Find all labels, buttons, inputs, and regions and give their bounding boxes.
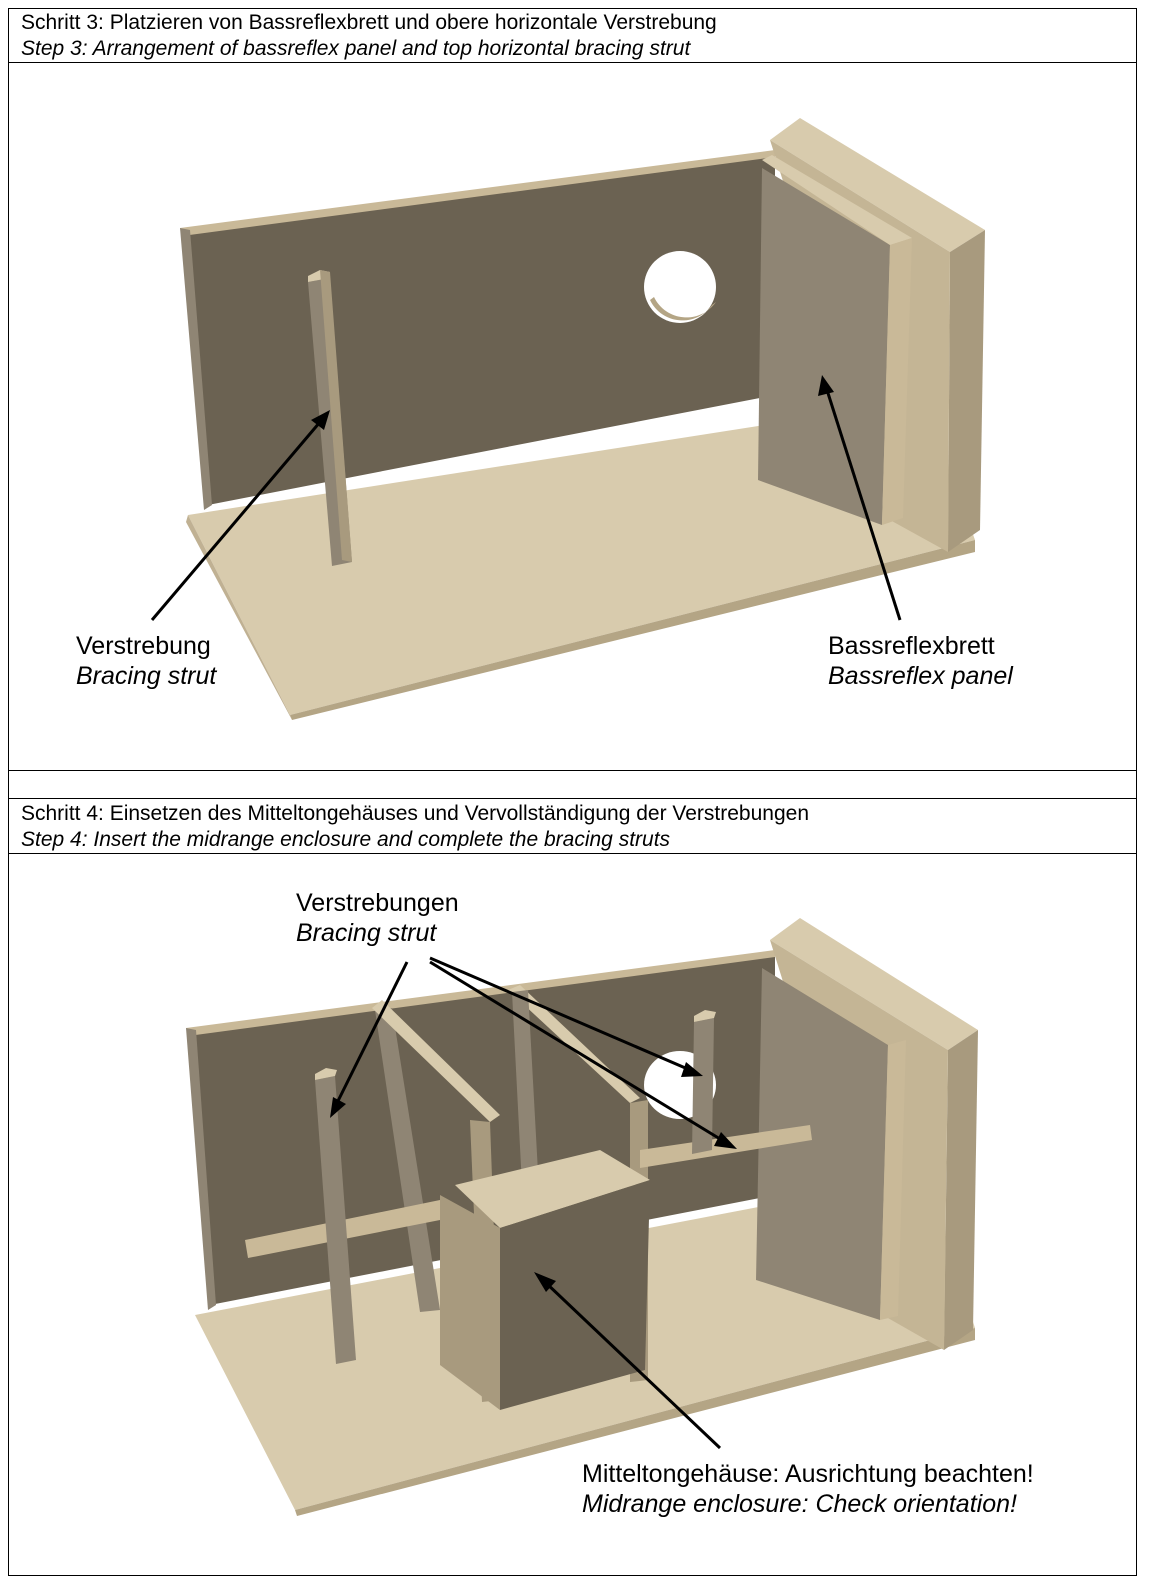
midrange-box-left xyxy=(440,1195,500,1410)
arrow-panel-head xyxy=(818,375,834,396)
label-midrange-enclosure: Mitteltongehäuse: Ausrichtung beachten! … xyxy=(582,1459,1034,1519)
bassreflex-panel-top xyxy=(762,155,912,245)
arrow-strut-right-head xyxy=(681,1062,703,1077)
midrange-front-frame-top xyxy=(508,985,640,1103)
arrow-strut-left-head xyxy=(330,1097,346,1118)
bassreflex-panel-edge xyxy=(880,1040,906,1320)
bassreflex-panel-edge xyxy=(882,238,912,525)
label-midrange-en: Midrange enclosure: Check orientation! xyxy=(582,1490,1017,1518)
base-panel-front xyxy=(295,1328,975,1516)
midrange-back-frame-top xyxy=(372,1000,500,1122)
base-panel-front xyxy=(290,540,975,720)
back-wall-top-edge xyxy=(180,150,775,236)
side-wall-top xyxy=(770,918,978,1050)
step4-illustration xyxy=(186,918,978,1516)
side-wall-top xyxy=(770,118,985,252)
document-frame xyxy=(8,8,1137,1576)
arrow-panel-line xyxy=(825,389,902,621)
step3-illustration xyxy=(150,118,985,720)
side-wall-face xyxy=(948,230,985,552)
base-panel-left-edge xyxy=(186,515,292,720)
step4-heading: Schritt 4: Einsetzen des Mitteltongehäus… xyxy=(21,801,809,853)
arrow-strut-line xyxy=(150,421,322,621)
label-strut-de: Verstrebung xyxy=(76,632,211,660)
bassreflex-panel-face xyxy=(758,168,890,525)
arrow-strut-right-line xyxy=(429,956,691,1072)
vertical-strut-left xyxy=(315,1076,356,1364)
step3-title-en: Step 3: Arrangement of bassreflex panel … xyxy=(21,37,691,60)
midrange-box-front xyxy=(500,1180,650,1410)
label-strut-en: Bracing strut xyxy=(76,662,217,690)
vertical-strut-right-top xyxy=(694,1010,716,1022)
arrow-midrange-head xyxy=(534,1272,556,1292)
step4-title-de: Schritt 4: Einsetzen des Mitteltongehäus… xyxy=(21,802,810,825)
step3-title-de: Schritt 3: Platzieren von Bassreflexbret… xyxy=(21,11,717,34)
port-hole-rim xyxy=(650,297,716,321)
divider-step4-start xyxy=(8,798,1137,799)
label-struts-de: Verstrebungen xyxy=(296,889,459,917)
label-bracing-strut: Verstrebung Bracing strut xyxy=(76,631,216,691)
label-bracing-struts: Verstrebungen Bracing strut xyxy=(296,888,459,948)
label-panel-en: Bassreflex panel xyxy=(828,662,1013,690)
bassreflex-panel-face xyxy=(756,968,888,1320)
side-wall-face xyxy=(944,1030,978,1350)
label-bassreflex-panel: Bassreflexbrett Bassreflex panel xyxy=(828,631,1013,691)
step3-heading: Schritt 3: Platzieren von Bassreflexbret… xyxy=(21,10,717,62)
arrow-strut-horizontal-line xyxy=(429,960,726,1144)
step4-title-en: Step 4: Insert the midrange enclosure an… xyxy=(21,828,671,851)
label-panel-de: Bassreflexbrett xyxy=(828,632,995,660)
back-wall-left-edge xyxy=(186,1028,216,1310)
divider-step3-end xyxy=(8,770,1137,771)
midrange-back-frame-left xyxy=(375,1008,440,1312)
port-hole xyxy=(644,251,716,323)
strut-side xyxy=(320,270,352,562)
arrow-strut-left-line xyxy=(334,961,409,1106)
divider-step4-header xyxy=(8,853,1137,854)
arrow-midrange-line xyxy=(543,1280,722,1450)
back-wall-left-edge xyxy=(180,228,212,510)
midrange-box-top xyxy=(455,1150,650,1228)
vertical-strut-left-top xyxy=(315,1068,337,1080)
label-midrange-de: Mitteltongehäuse: Ausrichtung beachten! xyxy=(582,1460,1034,1488)
vertical-strut-right xyxy=(692,1018,714,1154)
arrow-strut-horizontal-head xyxy=(714,1132,737,1149)
arrow-strut-head xyxy=(311,410,330,430)
label-struts-en: Bracing strut xyxy=(296,919,437,947)
divider-step3-header xyxy=(8,62,1137,63)
